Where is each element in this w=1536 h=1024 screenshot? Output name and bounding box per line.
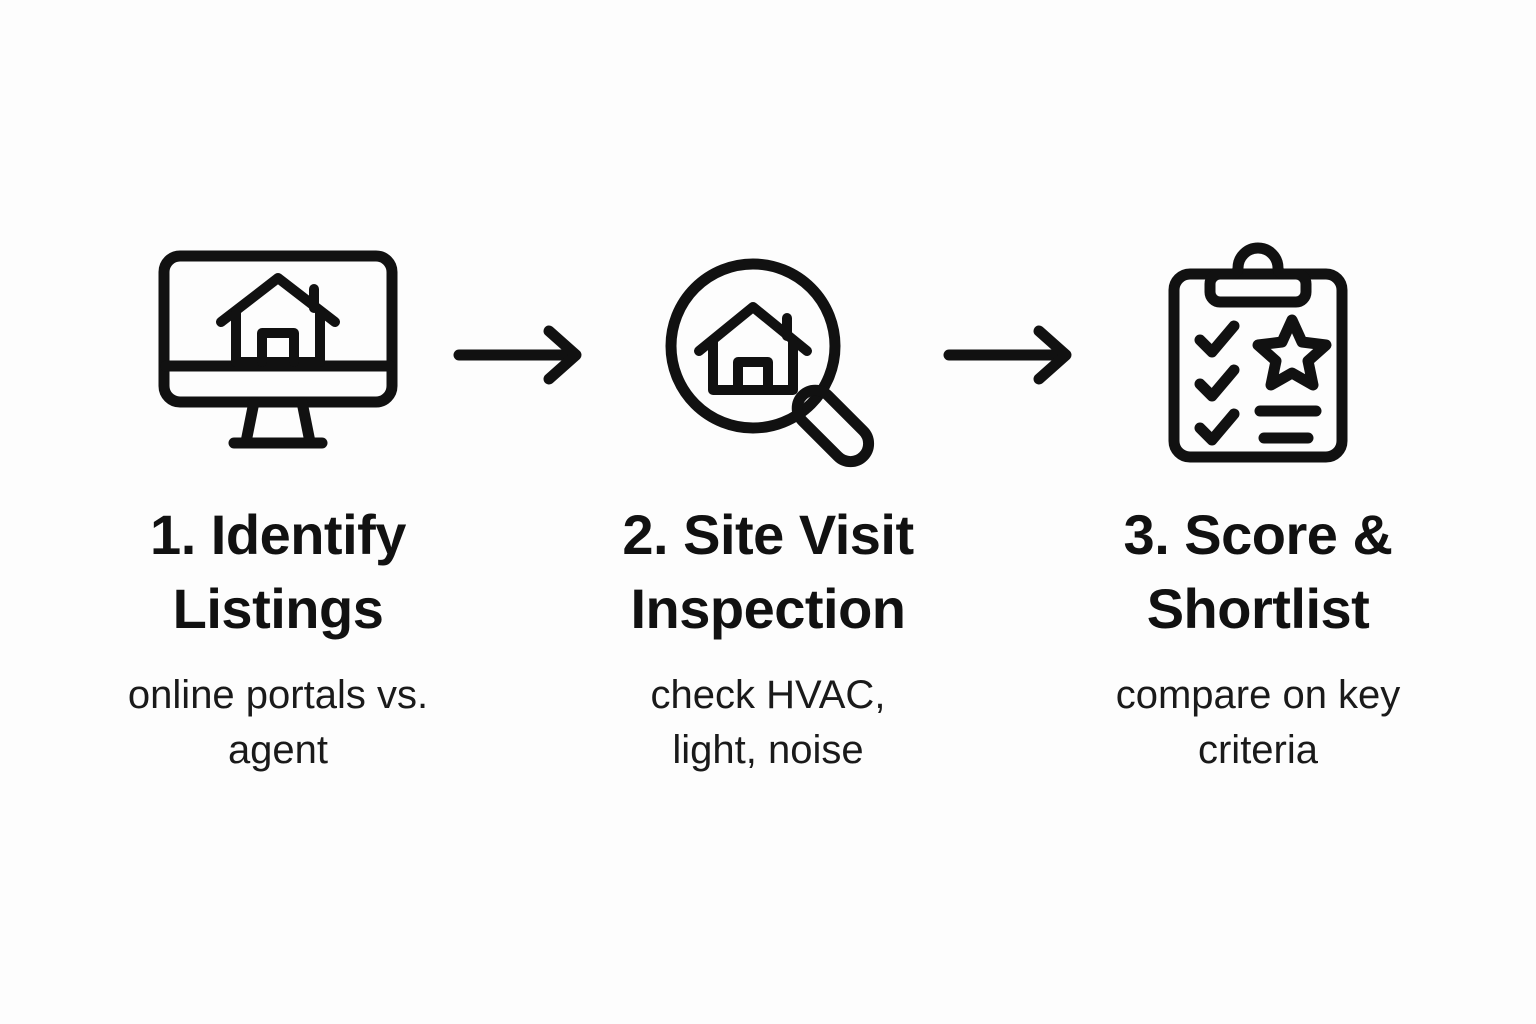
step-3-subtitle: compare on key criteria [1115, 672, 1401, 772]
magnifier-house-icon [643, 240, 893, 470]
monitor-house-icon [153, 240, 403, 470]
arrow-right-icon-1 [443, 240, 603, 470]
step-2-title: 2. Site Visit Inspection [622, 503, 914, 640]
arrow-right-icon-2 [933, 240, 1093, 470]
step-1-title: 1. Identify Listings [150, 503, 406, 640]
process-step-2: 2. Site Visit Inspection check HVAC, lig… [603, 240, 933, 778]
process-step-1: 1. Identify Listings online portals vs. … [113, 240, 443, 778]
clipboard-checklist-star-icon [1133, 240, 1383, 470]
step-1-subtitle: online portals vs. agent [127, 672, 429, 772]
process-step-3: 3. Score & Shortlist compare on key crit… [1093, 240, 1423, 778]
step-3-title: 3. Score & Shortlist [1123, 503, 1393, 640]
step-2-subtitle: check HVAC, light, noise [650, 672, 886, 772]
